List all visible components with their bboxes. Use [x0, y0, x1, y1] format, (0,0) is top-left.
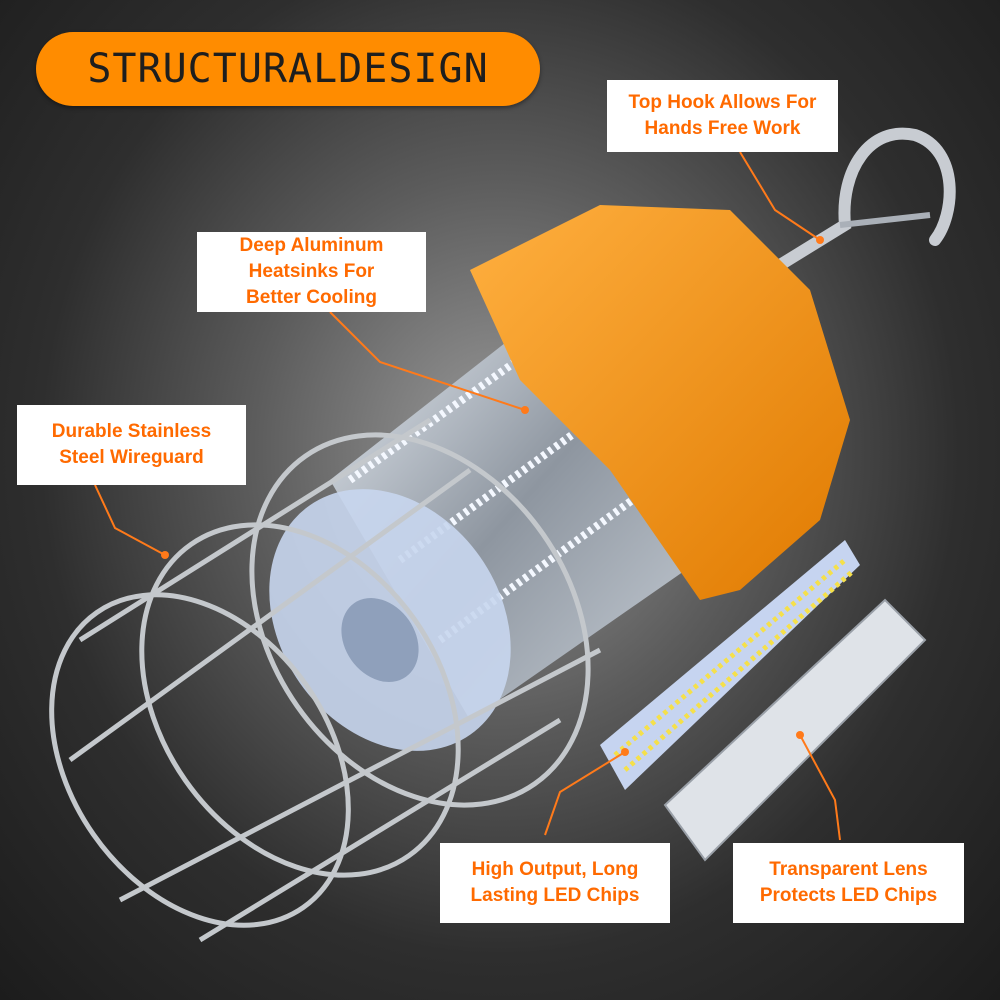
callout-lens: Transparent Lens Protects LED Chips [733, 843, 964, 923]
callout-heatsink: Deep Aluminum Heatsinks For Better Cooli… [197, 232, 426, 312]
leader-dots [161, 236, 824, 756]
callout-line: Lasting LED Chips [470, 885, 640, 906]
callout-line: Heatsinks For [248, 261, 375, 282]
lens [663, 598, 927, 862]
callout-line: Protects LED Chips [759, 885, 938, 906]
callout-line: Hands Free Work [644, 118, 801, 139]
callout-line: High Output, Long [471, 859, 639, 880]
callout-line: Steel Wireguard [59, 447, 204, 468]
callout-line: Better Cooling [246, 287, 377, 308]
page-title: STRUCTURALDESIGN [36, 32, 540, 106]
wire-guard [49, 417, 602, 943]
callout-line: Deep Aluminum [239, 235, 384, 256]
led-strip [600, 540, 860, 790]
callout-line: Durable Stainless [51, 421, 212, 442]
callout-line: Top Hook Allows For [628, 92, 817, 113]
callout-wireguard: Durable Stainless Steel Wireguard [17, 405, 246, 485]
callout-line: Transparent Lens [769, 859, 928, 880]
hook-icon [774, 127, 956, 271]
leader-lines [94, 151, 841, 841]
orange-housing [470, 205, 850, 600]
callout-led: High Output, Long Lasting LED Chips [440, 843, 670, 923]
callout-hook: Top Hook Allows For Hands Free Work [607, 80, 838, 152]
